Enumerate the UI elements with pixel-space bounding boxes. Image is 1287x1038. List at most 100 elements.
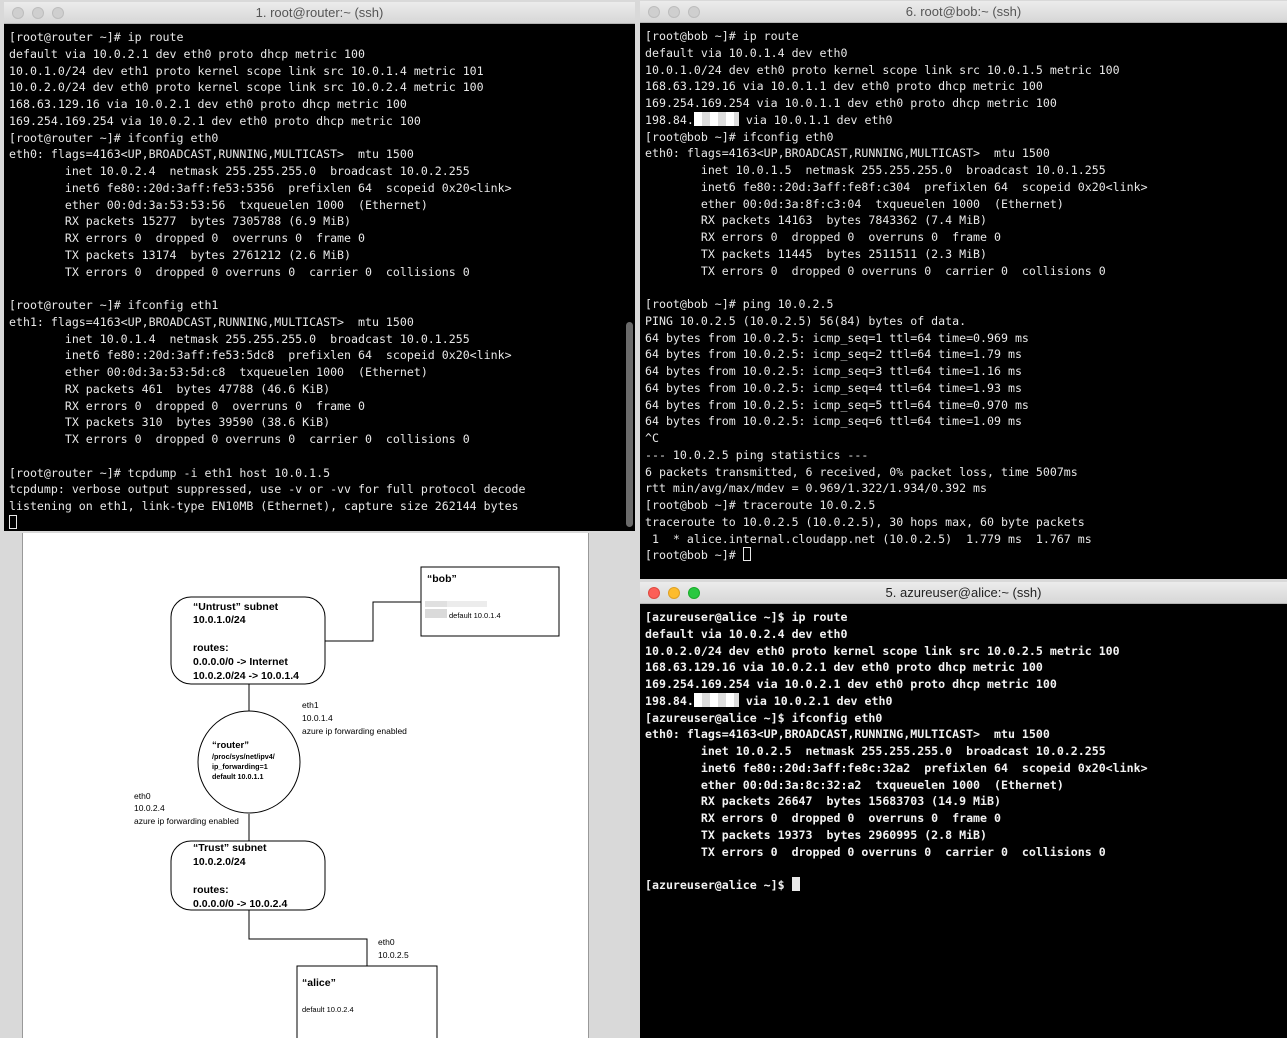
alice-title: “alice”: [302, 977, 336, 989]
zoom-icon[interactable]: [688, 587, 700, 599]
terminal-line: [azureuser@alice ~]$ ifconfig eth0: [645, 710, 883, 725]
terminal-line-redacted: 198.84. via 10.0.1.1 dev eth0: [645, 111, 1287, 129]
trust-routes-label: routes:: [193, 884, 229, 896]
terminal-prompt-line[interactable]: [root@bob ~]#: [645, 547, 1287, 564]
network-diagram-svg: “bob” default 10.0.1.4 “Untrust” subnet …: [134, 566, 560, 1038]
terminal-line: inet6 fe80::20d:3aff:fe53:5356 prefixlen…: [9, 180, 512, 195]
terminal-line: [root@bob ~]# traceroute 10.0.2.5: [645, 498, 876, 512]
router-terminal-window[interactable]: 1. root@router:~ (ssh) [root@router ~]# …: [4, 2, 635, 531]
terminal-line: 169.254.169.254 via 10.0.1.1 dev eth0 pr…: [645, 96, 1057, 110]
terminal-line-redacted: 198.84. via 10.0.2.1 dev eth0: [645, 692, 1287, 710]
terminal-line: [azureuser@alice ~]$ ip route: [645, 610, 848, 624]
redacted-suffix: via 10.0.2.1 dev eth0: [738, 693, 893, 708]
redacted-prefix: 198.84.: [645, 693, 694, 708]
terminal-line: TX packets 13174 bytes 2761212 (2.6 MiB): [9, 247, 352, 262]
router-eth0-note: azure ip forwarding enabled: [134, 816, 239, 826]
trust-title: “Trust” subnet: [193, 842, 267, 854]
terminal-prompt: [root@bob ~]#: [645, 548, 743, 563]
minimize-icon[interactable]: [32, 7, 44, 19]
terminal-line: inet 10.0.1.4 netmask 255.255.255.0 broa…: [9, 331, 470, 346]
alice-default: default 10.0.2.4: [302, 1005, 354, 1014]
minimize-icon[interactable]: [668, 587, 680, 599]
terminal-line: ether 00:0d:3a:8c:32:a2 txqueuelen 1000 …: [645, 777, 1064, 792]
bob-window-title: 6. root@bob:~ (ssh): [905, 4, 1022, 19]
router-node: [197, 710, 301, 814]
close-icon[interactable]: [12, 7, 24, 19]
terminal-line: TX packets 19373 bytes 2960995 (2.8 MiB): [645, 827, 988, 842]
terminal-line: PING 10.0.2.5 (10.0.2.5) 56(84) bytes of…: [645, 313, 967, 328]
router-window-title: 1. root@router:~ (ssh): [255, 5, 384, 20]
terminal-line: RX errors 0 dropped 0 overruns 0 frame 0: [9, 398, 365, 413]
terminal-line: [root@bob ~]# ip route: [645, 29, 799, 43]
bob-titlebar[interactable]: 6. root@bob:~ (ssh): [640, 1, 1287, 23]
terminal-line: TX packets 11445 bytes 2511511 (2.3 MiB): [645, 246, 988, 261]
terminal-line: eth1: flags=4163<UP,BROADCAST,RUNNING,MU…: [9, 314, 414, 329]
terminal-line: TX errors 0 dropped 0 overruns 0 carrier…: [9, 264, 470, 279]
terminal-line: default via 10.0.2.1 dev eth0 proto dhcp…: [9, 46, 365, 61]
bob-untrust-connector: [325, 601, 421, 642]
terminal-line: [root@router ~]# ifconfig eth0: [9, 130, 219, 145]
terminal-line: RX errors 0 dropped 0 overruns 0 frame 0: [645, 811, 1001, 825]
terminal-prompt-line[interactable]: [azureuser@alice ~]$: [645, 877, 1287, 894]
terminal-line: rtt min/avg/max/mdev = 0.969/1.322/1.934…: [645, 481, 988, 496]
router-line-1: /proc/sys/net/ipv4/: [212, 752, 275, 761]
zoom-icon[interactable]: [688, 6, 700, 18]
terminal-line: [root@router ~]# tcpdump -i eth1 host 10…: [9, 465, 331, 480]
bob-terminal-window[interactable]: 6. root@bob:~ (ssh) [root@bob ~]# ip rou…: [640, 1, 1287, 579]
terminal-line: TX errors 0 dropped 0 overruns 0 carrier…: [645, 844, 1106, 859]
terminal-line: [root@router ~]# ifconfig eth1: [9, 298, 219, 312]
trust-cidr: 10.0.2.0/24: [193, 856, 246, 868]
terminal-line: TX errors 0 dropped 0 overruns 0 carrier…: [645, 263, 1106, 278]
untrust-title: “Untrust” subnet: [193, 601, 279, 613]
router-scrollbar[interactable]: [626, 322, 633, 527]
bob-redacted-block: [447, 601, 487, 607]
terminal-line: ether 00:0d:3a:53:53:56 txqueuelen 1000 …: [9, 197, 428, 212]
terminal-line: 10.0.2.0/24 dev eth0 proto kernel scope …: [645, 643, 1120, 658]
terminal-line: 10.0.1.0/24 dev eth0 proto kernel scope …: [645, 62, 1120, 77]
terminal-line: tcpdump: verbose output suppressed, use …: [9, 482, 526, 497]
terminal-line: 64 bytes from 10.0.2.5: icmp_seq=2 ttl=6…: [645, 347, 1022, 362]
terminal-line: 6 packets transmitted, 6 received, 0% pa…: [645, 464, 1078, 479]
terminal-line: RX packets 15277 bytes 7305788 (6.9 MiB): [9, 214, 352, 229]
router-titlebar[interactable]: 1. root@router:~ (ssh): [4, 2, 635, 24]
terminal-cursor-line: [9, 514, 635, 531]
alice-titlebar[interactable]: 5. azureuser@alice:~ (ssh): [640, 582, 1287, 604]
terminal-line: RX errors 0 dropped 0 overruns 0 frame 0: [645, 230, 1001, 244]
terminal-line: 64 bytes from 10.0.2.5: icmp_seq=3 ttl=6…: [645, 364, 1022, 378]
terminal-line: ether 00:0d:3a:53:5d:c8 txqueuelen 1000 …: [9, 365, 428, 379]
terminal-line: inet 10.0.1.5 netmask 255.255.255.0 broa…: [645, 163, 1106, 177]
terminal-line: RX packets 461 bytes 47788 (46.6 KiB): [9, 381, 331, 396]
terminal-line: [9, 448, 635, 465]
untrust-cidr: 10.0.1.0/24: [193, 614, 246, 626]
network-diagram: “bob” default 10.0.1.4 “Untrust” subnet …: [22, 533, 589, 1038]
router-eth1-name: eth1: [302, 700, 319, 710]
terminal-prompt: [azureuser@alice ~]$: [645, 878, 792, 892]
alice-terminal-window[interactable]: 5. azureuser@alice:~ (ssh) [azureuser@al…: [640, 582, 1287, 1038]
terminal-line: [9, 280, 635, 297]
close-icon[interactable]: [648, 6, 660, 18]
alice-box: [296, 965, 438, 1038]
router-eth1-note: azure ip forwarding enabled: [302, 726, 407, 736]
terminal-line: 64 bytes from 10.0.2.5: icmp_seq=6 ttl=6…: [645, 414, 1022, 429]
bob-title: “bob”: [427, 573, 457, 585]
bob-redacted-block: [425, 601, 447, 607]
terminal-line: 1 * alice.internal.cloudapp.net (10.0.2.…: [645, 531, 1092, 546]
terminal-line: [645, 860, 1287, 877]
terminal-line: --- 10.0.2.5 ping statistics ---: [645, 447, 869, 462]
alice-eth0-name: eth0: [378, 937, 395, 947]
terminal-line: [root@bob ~]# ping 10.0.2.5: [645, 297, 834, 311]
redacted-prefix: 198.84.: [645, 112, 694, 127]
redacted-block: [693, 111, 739, 126]
terminal-line: 64 bytes from 10.0.2.5: icmp_seq=1 ttl=6…: [645, 330, 1029, 345]
bob-default: default 10.0.1.4: [449, 611, 501, 620]
terminal-line: 10.0.2.0/24 dev eth0 proto kernel scope …: [9, 80, 484, 95]
minimize-icon[interactable]: [668, 6, 680, 18]
untrust-route-2: 10.0.2.0/24 -> 10.0.1.4: [193, 670, 299, 682]
terminal-line: inet6 fe80::20d:3aff:fe8c:32a2 prefixlen…: [645, 760, 1148, 775]
zoom-icon[interactable]: [52, 7, 64, 19]
close-icon[interactable]: [648, 587, 660, 599]
bob-redacted-block: [425, 609, 447, 618]
